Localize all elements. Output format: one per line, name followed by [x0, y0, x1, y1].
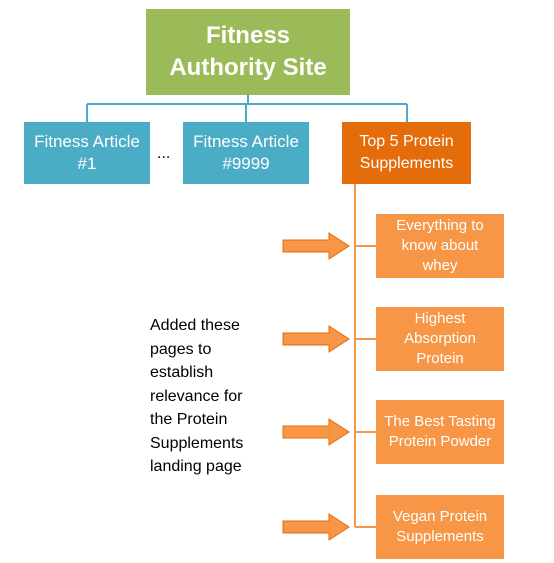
landing-page-node: Top 5 Protein Supplements: [342, 122, 471, 184]
arrows: [282, 232, 350, 541]
child-connectors: [354, 184, 376, 528]
arrow-right-icon: [282, 325, 350, 353]
child-node-label: Vegan Protein Supplements: [392, 508, 488, 545]
article-node-9999: Fitness Article #9999: [183, 122, 309, 184]
tree-connectors: [86, 95, 408, 122]
arrow-right-icon: [282, 418, 350, 446]
child-node-vegan: Vegan Protein Supplements: [376, 495, 504, 559]
child-node-label: The Best Tasting Protein Powder: [384, 413, 496, 450]
article-node-1: Fitness Article #1: [24, 122, 150, 184]
arrow-right-icon: [282, 513, 350, 541]
ellipsis: ...: [157, 145, 171, 162]
child-node-tasting: The Best Tasting Protein Powder: [376, 400, 504, 464]
root-node-label: Fitness Authority Site: [169, 22, 327, 81]
root-node: Fitness Authority Site: [146, 9, 350, 95]
article-node-label: Fitness Article #9999: [193, 132, 299, 173]
child-node-label: Highest Absorption Protein: [404, 310, 476, 367]
annotation-note: Added these pages to establish relevance…: [150, 317, 244, 475]
article-node-label: Fitness Article #1: [34, 132, 140, 173]
child-node-absorption: Highest Absorption Protein: [376, 307, 504, 371]
arrow-right-icon: [282, 232, 350, 260]
child-node-whey: Everything to know about whey: [376, 214, 504, 278]
child-node-label: Everything to know about whey: [396, 217, 484, 274]
landing-page-label: Top 5 Protein Supplements: [359, 133, 454, 172]
